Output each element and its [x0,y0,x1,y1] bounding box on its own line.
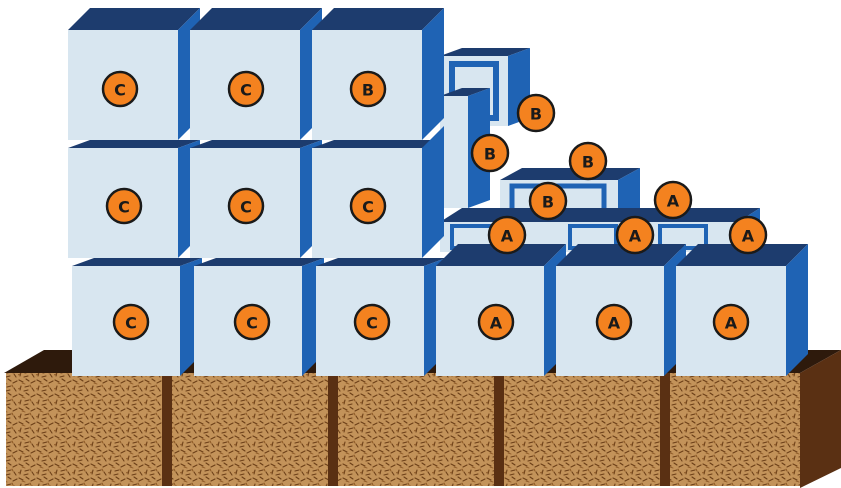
soil-block-5 [670,373,800,486]
badge-label-r3-c3: C [366,314,378,333]
soil-divider-4 [660,373,670,486]
soil-block-3 [338,373,494,486]
badge-label-r1-c3: B [362,81,374,100]
back-badge-label-4: B [542,193,554,212]
soil-divider-2 [328,373,338,486]
badge-label-r3-c2: C [246,314,258,333]
badge-label-r1-c1: C [114,81,126,100]
back-badge-label-1: B [530,105,542,124]
badge-label-r3-c5: A [608,314,621,333]
soil-block-4 [504,373,660,486]
back-badge-label-6: A [501,227,514,246]
back-badge-label-7: A [629,227,642,246]
badge-label-r3-c4: A [490,314,503,333]
back-badge-label-8: A [742,227,755,246]
soil-block-2 [172,373,328,486]
soil-right-side [800,350,841,488]
badge-label-r2-c3: C [362,198,374,217]
badge-label-r2-c2: C [240,198,252,217]
front-cubes [68,8,808,376]
cube-r1-c1 [68,8,200,140]
badge-label-r3-c1: C [125,314,137,333]
back-badge-label-5: A [667,192,680,211]
back-badge-label-2: B [484,145,496,164]
badge-label-r1-c2: C [240,81,252,100]
soil-block-1 [6,373,162,486]
soil-divider-3 [494,373,504,486]
badge-label-r3-c6: A [725,314,738,333]
back-badge-label-3: B [582,153,594,172]
soil-divider-1 [162,373,172,486]
badge-label-r2-c1: C [118,198,130,217]
